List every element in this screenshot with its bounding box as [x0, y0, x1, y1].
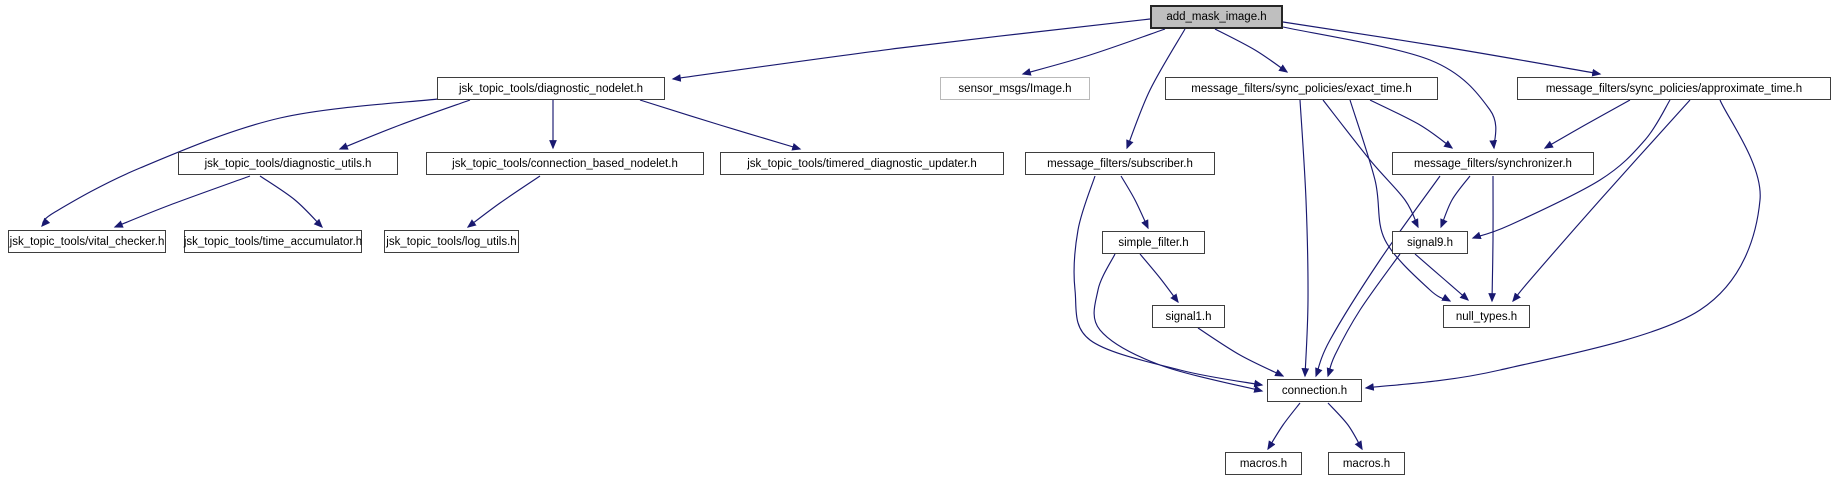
node-sync-label: message_filters/synchronizer.h: [1414, 157, 1572, 170]
node-root: add_mask_image.h: [1150, 5, 1283, 29]
edge-du-ta: [259, 175, 323, 228]
node-vc[interactable]: jsk_topic_tools/vital_checker.h: [8, 230, 166, 253]
edge-root-at: [1282, 21, 1602, 77]
node-m2[interactable]: macros.h: [1328, 452, 1405, 475]
node-ta-label: jsk_topic_tools/time_accumulator.h: [183, 235, 363, 248]
node-cbn-label: jsk_topic_tools/connection_based_nodelet…: [452, 157, 678, 170]
node-nt[interactable]: null_types.h: [1443, 305, 1530, 328]
node-du[interactable]: jsk_topic_tools/diagnostic_utils.h: [178, 152, 398, 175]
node-vc-label: jsk_topic_tools/vital_checker.h: [9, 235, 165, 248]
edge-root-et: [1214, 28, 1289, 73]
edge-root-img: [1021, 28, 1166, 76]
edge-sf-s1: [1139, 253, 1179, 304]
edge-conn-m2: [1327, 402, 1363, 451]
node-s9-label: signal9.h: [1406, 236, 1454, 249]
node-s1[interactable]: signal1.h: [1152, 305, 1225, 328]
node-sync[interactable]: message_filters/synchronizer.h: [1392, 152, 1594, 175]
node-root-label: add_mask_image.h: [1166, 11, 1267, 23]
edge-sync-conn: [1315, 175, 1441, 378]
edge-at-sync: [1543, 99, 1631, 149]
node-dn-label: jsk_topic_tools/diagnostic_nodelet.h: [458, 82, 644, 95]
node-img-label: sensor_msgs/Image.h: [958, 82, 1072, 95]
edge-sync-s9: [1440, 175, 1471, 229]
node-conn-label: connection.h: [1281, 384, 1348, 397]
edge-s9-nt: [1414, 253, 1470, 301]
node-at[interactable]: message_filters/sync_policies/approximat…: [1517, 77, 1831, 100]
edge-et-sync: [1369, 99, 1454, 149]
edge-cbn-lu: [466, 175, 541, 228]
edge-du-vc: [113, 175, 251, 228]
node-s9[interactable]: signal9.h: [1392, 231, 1468, 254]
node-et[interactable]: message_filters/sync_policies/exact_time…: [1165, 77, 1438, 100]
node-s1-label: signal1.h: [1165, 310, 1212, 323]
edge-et-conn: [1299, 99, 1310, 378]
edge-dn-du: [338, 99, 471, 150]
edge-at-nt: [1512, 99, 1691, 303]
node-tdu-label: jsk_topic_tools/timered_diagnostic_updat…: [747, 157, 977, 170]
edge-s9-conn: [1326, 253, 1401, 378]
node-du-label: jsk_topic_tools/diagnostic_utils.h: [204, 157, 372, 170]
node-sub-label: message_filters/subscriber.h: [1047, 157, 1193, 170]
node-ta[interactable]: jsk_topic_tools/time_accumulator.h: [184, 230, 362, 253]
node-nt-label: null_types.h: [1455, 310, 1518, 323]
edge-root-dn: [671, 18, 1151, 82]
node-m1[interactable]: macros.h: [1225, 452, 1302, 475]
node-sf-label: simple_filter.h: [1118, 236, 1189, 249]
edge-et-nt: [1349, 99, 1452, 302]
node-at-label: message_filters/sync_policies/approximat…: [1545, 82, 1803, 95]
node-m2-label: macros.h: [1342, 457, 1391, 470]
node-conn[interactable]: connection.h: [1267, 379, 1362, 402]
node-dn[interactable]: jsk_topic_tools/diagnostic_nodelet.h: [437, 77, 665, 100]
node-cbn[interactable]: jsk_topic_tools/connection_based_nodelet…: [426, 152, 704, 175]
node-tdu[interactable]: jsk_topic_tools/timered_diagnostic_updat…: [720, 152, 1004, 175]
node-sf[interactable]: simple_filter.h: [1102, 231, 1205, 254]
node-lu[interactable]: jsk_topic_tools/log_utils.h: [384, 230, 519, 253]
edge-sub-sf: [1120, 175, 1149, 230]
node-m1-label: macros.h: [1239, 457, 1288, 470]
edge-dn-tdu: [639, 99, 802, 151]
edge-sync-nt: [1488, 175, 1496, 303]
edge-conn-m1: [1267, 402, 1301, 451]
node-img: sensor_msgs/Image.h: [940, 77, 1090, 100]
edge-s1-conn: [1197, 327, 1285, 377]
node-et-label: message_filters/sync_policies/exact_time…: [1191, 82, 1412, 95]
node-sub[interactable]: message_filters/subscriber.h: [1025, 152, 1215, 175]
node-lu-label: jsk_topic_tools/log_utils.h: [386, 235, 517, 248]
edge-sub-conn: [1073, 175, 1264, 388]
